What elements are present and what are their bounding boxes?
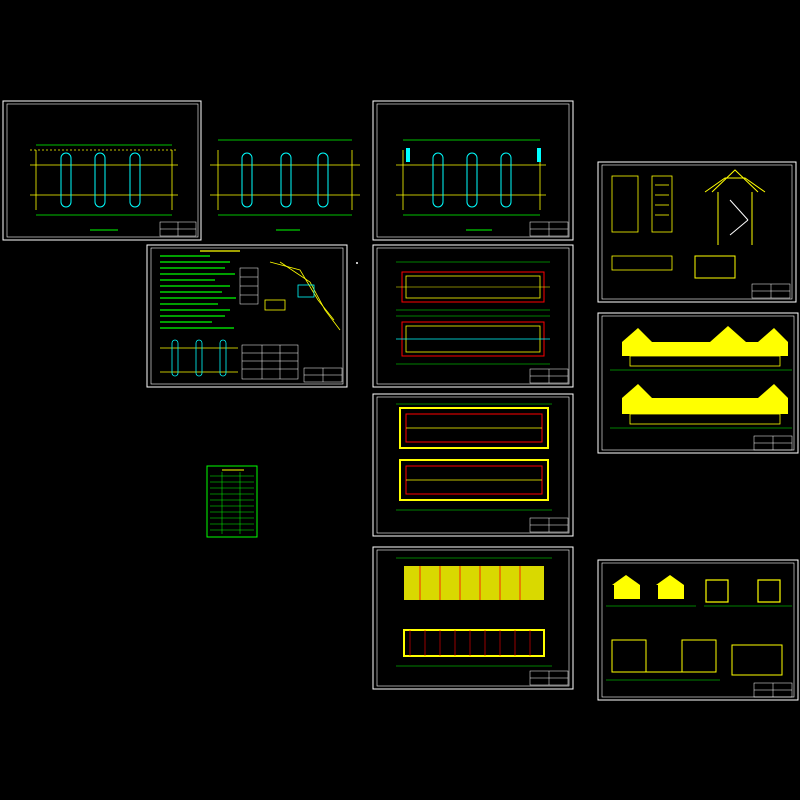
column-ovals: [60, 152, 141, 208]
sheet-elevations[interactable]: [597, 312, 799, 454]
dim-lines: [218, 139, 352, 216]
title-block: [529, 368, 569, 384]
title-block: [303, 367, 343, 383]
sheet-floor-plans[interactable]: [372, 244, 574, 388]
elevation-upper: [610, 326, 792, 371]
dim-lines: [396, 557, 552, 667]
title-block: [529, 517, 569, 533]
sheet-plan-3[interactable]: [372, 100, 574, 241]
section-upper: [606, 575, 792, 607]
site-plan-sketch: [264, 261, 341, 331]
roof-plan-lower: [399, 459, 549, 501]
title-block: [529, 221, 569, 237]
stair-section: [611, 175, 673, 271]
sheet-plan-2[interactable]: [210, 139, 360, 231]
sheet-sections[interactable]: [597, 559, 799, 701]
notes-text-block: [160, 255, 236, 329]
title-block: [529, 670, 569, 686]
title-block: [753, 682, 793, 698]
section-lower: [606, 639, 783, 681]
section-strip: [160, 339, 238, 377]
dim-lines: [396, 403, 552, 511]
dim-lines: [36, 144, 172, 216]
sheet-plan-1[interactable]: [2, 100, 202, 241]
sheet-design-notes[interactable]: [146, 244, 348, 388]
index-table: [210, 472, 254, 534]
schedule-table: [241, 344, 299, 380]
end-markers: [406, 148, 541, 162]
sheet-drawing-index[interactable]: [206, 465, 258, 538]
plan-lower: [403, 629, 545, 657]
dim-lines: [403, 139, 540, 216]
table-grid: [239, 267, 259, 305]
beam-plan-drawing: [30, 149, 178, 210]
beam-plan-drawing: [210, 150, 360, 210]
title-block: [751, 283, 791, 299]
title-block: [159, 221, 197, 237]
sheet-elevation-plans[interactable]: [372, 546, 574, 690]
column-ovals: [241, 152, 329, 208]
column-ovals: [432, 152, 512, 208]
floor-plan-upper: [396, 261, 550, 311]
elevation-lower: [610, 384, 792, 429]
plan-upper: [404, 566, 544, 600]
stray-point: [356, 262, 358, 264]
title-block: [753, 435, 793, 451]
floor-plan-lower: [396, 315, 550, 365]
sheet-pavilion-details[interactable]: [597, 161, 797, 303]
sheet-roof-plans[interactable]: [372, 393, 574, 537]
roof-plan-upper: [399, 407, 549, 449]
pavilion-roof-detail: [694, 169, 766, 279]
